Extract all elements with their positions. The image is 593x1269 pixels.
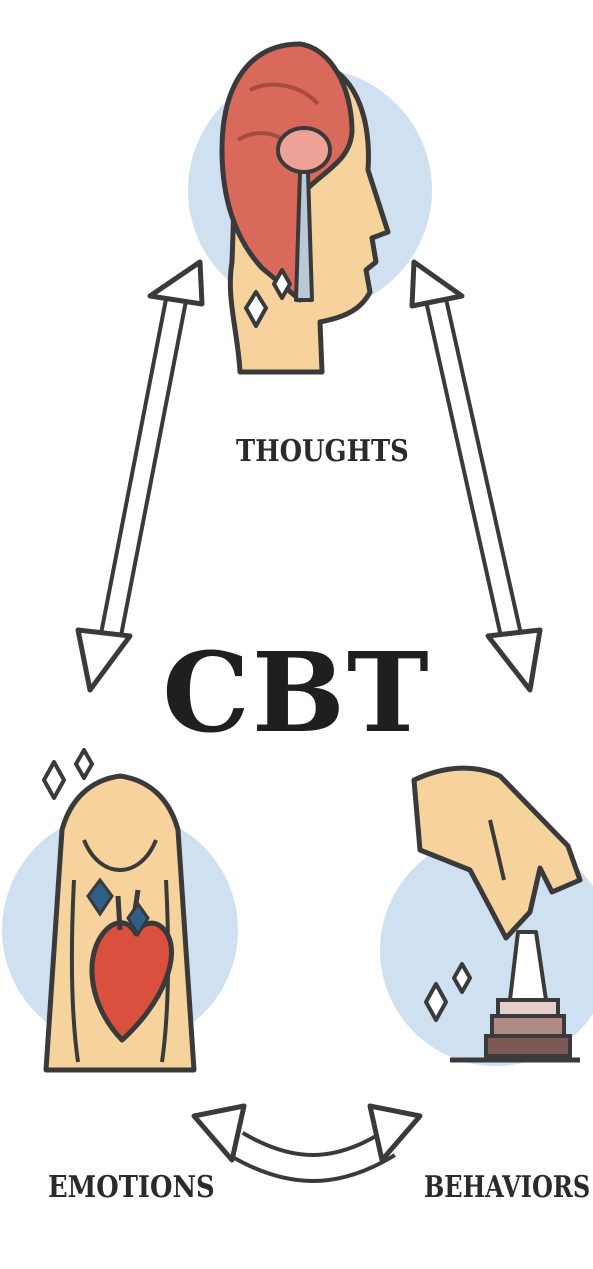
chest-heart-icon xyxy=(2,750,238,1070)
center-title: CBT xyxy=(0,628,593,757)
node-label-thoughts: THOUGHTS xyxy=(236,434,409,469)
node-label-behaviors: BEHAVIORS xyxy=(424,1170,590,1205)
node-label-emotions: EMOTIONS xyxy=(48,1170,215,1205)
arrow-thoughts-emotions xyxy=(78,262,202,690)
hand-chess-piece-icon xyxy=(380,768,593,1066)
head-brain-icon xyxy=(188,44,432,372)
arrow-emotions-behaviors xyxy=(194,1106,420,1168)
arrow-thoughts-behaviors xyxy=(412,262,540,690)
